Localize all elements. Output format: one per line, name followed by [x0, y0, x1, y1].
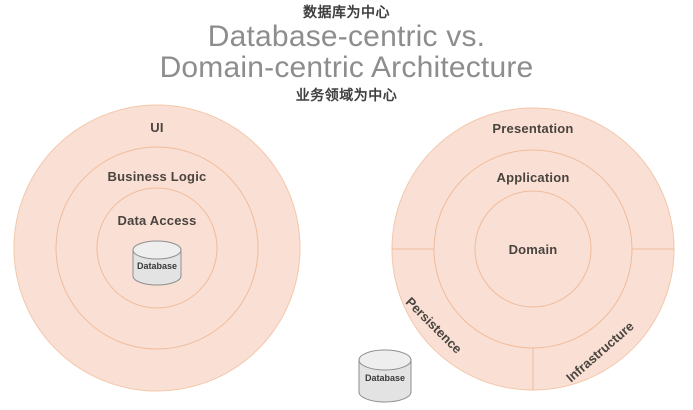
- label-application: Application: [496, 170, 570, 185]
- annotation-database-centric: 数据库为中心: [303, 4, 390, 20]
- page-title-line-1: Database-centric vs.: [207, 20, 486, 53]
- ring-domain: [474, 190, 592, 308]
- ring-data-access: [96, 187, 218, 309]
- page-title: Database-centric vs. Domain-centric Arch…: [0, 21, 693, 83]
- database-centric-diagram: Database UI Business Logic Data Access: [0, 100, 330, 400]
- label-ui: UI: [150, 120, 164, 135]
- database-cylinder-inner: Database: [132, 240, 182, 286]
- database-cylinder-external: Database: [358, 349, 412, 403]
- left-rings-svg: Database: [13, 104, 301, 392]
- label-presentation: Presentation: [492, 121, 574, 136]
- database-cylinder-external-label: Database: [365, 373, 405, 383]
- domain-centric-diagram: Presentation Application Domain Persiste…: [380, 100, 693, 400]
- annotation-domain-centric: 业务领域为中心: [295, 87, 398, 103]
- database-cylinder-inner-label: Database: [137, 261, 177, 271]
- label-data-access: Data Access: [117, 213, 197, 228]
- label-business-logic: Business Logic: [107, 169, 207, 184]
- page-title-line-2: Domain-centric Architecture: [159, 51, 534, 84]
- label-domain: Domain: [508, 242, 558, 257]
- right-rings-svg: [391, 107, 675, 391]
- ring-business-logic: [55, 146, 259, 350]
